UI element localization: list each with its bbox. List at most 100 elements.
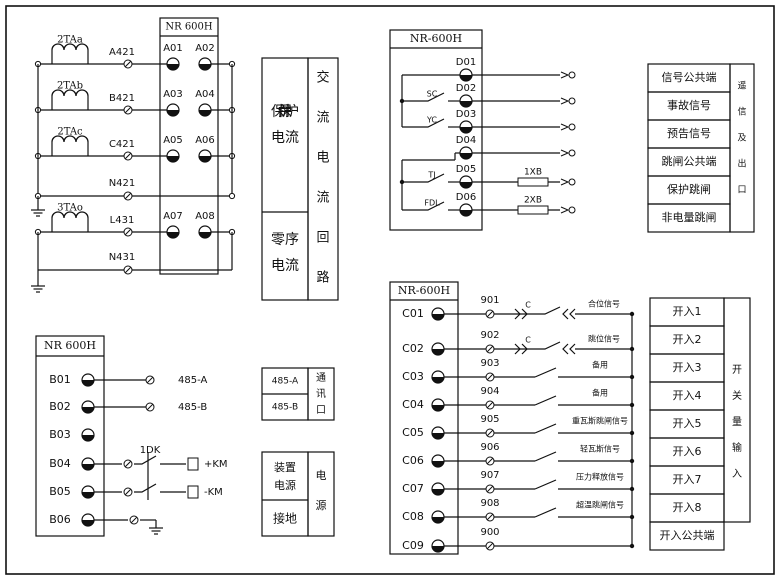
signal-terminal-D03 [459, 120, 473, 134]
input-contact-2 [534, 367, 557, 378]
fuse [187, 485, 199, 499]
signal-terminal-label: D04 [456, 135, 476, 146]
input-wire-label: 901 [480, 295, 499, 306]
dk-switch-label: 1DK [140, 445, 161, 456]
arrow-end-circle [568, 178, 576, 186]
ac-terminal-label: A06 [195, 135, 215, 146]
signal-block-title: NR-600H [410, 32, 462, 45]
ac-terminal-label: A03 [163, 89, 183, 100]
input-contact-label: 跳位信号 [588, 334, 620, 344]
input-terminal-C09 [431, 539, 445, 553]
input-wire-terminal-900 [485, 541, 495, 551]
wire-terminal-B421 [123, 105, 133, 115]
comm-terminal-block [35, 335, 105, 537]
ac-terminal-A03 [166, 103, 180, 117]
small-terminal-slash [146, 403, 154, 411]
small-terminal-slash [124, 192, 132, 200]
input-row-7: 开入8 [673, 501, 702, 514]
terminal-fill [199, 232, 211, 238]
neutral-terminal-1 [123, 191, 133, 201]
input-row-5: 开入6 [673, 445, 702, 458]
ac-neutral-1-label: N421 [109, 178, 136, 189]
terminal-fill [82, 380, 94, 386]
terminal-fill [460, 210, 472, 216]
input-terminal-label: C04 [402, 398, 424, 411]
input-contact-5 [534, 451, 557, 462]
earth-ground [149, 527, 163, 535]
neutral-terminal-2 [123, 265, 133, 275]
power-box-1b: 电源 [274, 478, 296, 492]
ac-wire-label: L431 [110, 215, 135, 226]
junction-dot [629, 458, 635, 464]
ac-label-protect-1: 保护 [271, 104, 299, 120]
comm-terminal-label: B04 [49, 457, 71, 470]
ac-terminal-A06 [198, 149, 212, 163]
plug-connector-r [562, 308, 576, 320]
junction-dot [629, 402, 635, 408]
terminal-fill [167, 156, 179, 162]
small-terminal-slash [124, 266, 132, 274]
signal-out-arrow-D05 [560, 178, 576, 186]
signal-terminal-D05 [459, 175, 473, 189]
terminal-fill [460, 153, 472, 159]
ac-label-loop: 电 [316, 151, 329, 166]
input-wire-terminal-903 [485, 372, 495, 382]
comm-terminal-label: B06 [49, 513, 71, 526]
input-terminal-C02 [431, 342, 445, 356]
comm-485-label: 485-B [178, 402, 207, 413]
ac-terminal-block [159, 17, 219, 275]
junction-dot [629, 311, 635, 317]
signal-out-arrow-D03 [560, 123, 576, 131]
input-terminal-C04 [431, 398, 445, 412]
input-table-row [649, 521, 725, 551]
wire-terminal-L431 [123, 227, 133, 237]
junction-dot [629, 514, 635, 520]
input-side-label: 量 [732, 416, 742, 428]
input-terminal-label: C08 [402, 510, 424, 523]
ac-n1-node-r [228, 192, 236, 200]
arrow-end-circle [568, 149, 576, 157]
small-terminal-slash [124, 152, 132, 160]
small-terminal-slash [486, 429, 494, 437]
signal-side-label: 遥 [737, 80, 746, 92]
comm-terminal-B01 [81, 373, 95, 387]
terminal-fill [82, 520, 94, 526]
ac-terminal-A07 [166, 225, 180, 239]
input-row-6: 开入7 [673, 473, 702, 486]
yc-contact [402, 118, 445, 128]
contact-label-TJ: TJ [427, 171, 435, 180]
ac-label-box-right [307, 57, 339, 301]
comm-terminal-B03 [81, 428, 95, 442]
input-wire-label: 908 [480, 498, 499, 509]
terminal-fill [432, 461, 444, 467]
input-contact-label: 合位信号 [588, 299, 620, 309]
signal-terminal-label: D02 [456, 83, 476, 94]
ac-terminal-A01 [166, 57, 180, 71]
dk-switch-blade [134, 483, 157, 493]
small-terminal-slash [124, 460, 132, 468]
input-terminal-label: C05 [402, 426, 424, 439]
tj-contact [402, 173, 445, 183]
ct-coil-2TAb [51, 89, 89, 97]
ac-wire-label: C421 [109, 139, 135, 150]
arrow-chevron [560, 123, 570, 131]
arrow-end-circle [568, 123, 576, 131]
ac-terminal-label: A04 [195, 89, 215, 100]
terminal-fill [432, 517, 444, 523]
input-row-3: 开入4 [673, 389, 702, 402]
contact-label-FDL: FDL [424, 199, 440, 208]
ac-neutral-2-label: N431 [109, 252, 136, 263]
input-terminal-label: C09 [402, 539, 424, 552]
input-contact-label: 轻瓦斯信号 [580, 444, 620, 454]
input-side-label: 关 [732, 389, 742, 402]
small-terminal-slash [486, 457, 494, 465]
terminal-fill [167, 110, 179, 116]
input-contact-4 [534, 423, 557, 434]
input-wire-terminal-901 [485, 309, 495, 319]
signal-row-5: 非电量跳闸 [662, 210, 717, 224]
signal-terminal-label: D01 [456, 57, 476, 68]
signal-side-label: 及 [737, 133, 746, 144]
ac-label-zero-1: 零序 [271, 232, 299, 248]
input-terminal-C07 [431, 482, 445, 496]
pressure-plate-2XB [517, 205, 549, 215]
